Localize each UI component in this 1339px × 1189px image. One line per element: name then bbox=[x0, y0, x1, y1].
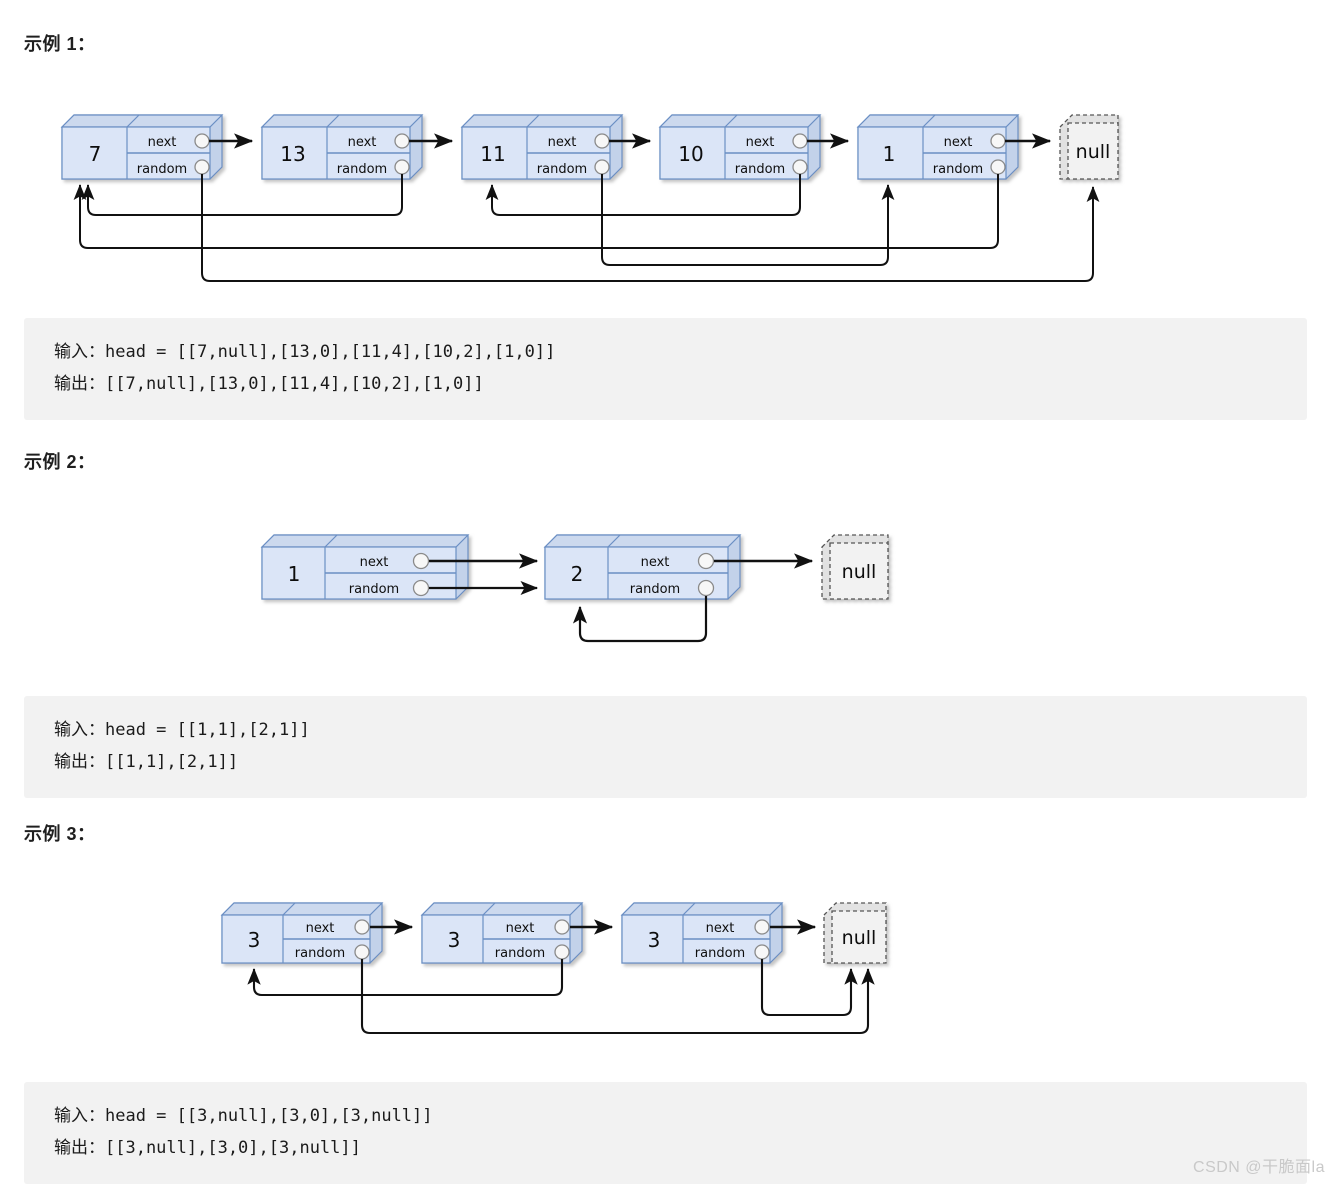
node-3-b: 3 next random bbox=[420, 902, 584, 964]
null-label: null bbox=[842, 561, 877, 583]
null-label: null bbox=[842, 927, 877, 949]
node-value: 2 bbox=[571, 562, 584, 586]
example-2-title: 示例 2： bbox=[24, 452, 96, 472]
null-label: null bbox=[1076, 141, 1111, 163]
random-arrow-2-to-2 bbox=[572, 596, 708, 643]
random-port-dot bbox=[594, 159, 610, 175]
random-port-dot bbox=[990, 159, 1006, 175]
next-port-dot bbox=[412, 552, 430, 570]
node-3-c: 3 next random bbox=[620, 902, 784, 964]
random-arrows bbox=[73, 174, 1100, 282]
node-2: 2 next random bbox=[543, 534, 742, 600]
random-arrow-13-to-7 bbox=[81, 174, 403, 216]
example-3-diagram: 3 next random 3 next random bbox=[0, 895, 1339, 1045]
next-port-dot bbox=[754, 919, 770, 935]
random-port-dot bbox=[394, 159, 410, 175]
code-input-line: 输入：head = [[3,null],[3,0],[3,null]] bbox=[54, 1106, 433, 1126]
node-value: 3 bbox=[648, 928, 661, 952]
node-next-label: next bbox=[641, 555, 670, 570]
example-1-title: 示例 1： bbox=[24, 34, 96, 54]
node-13: 13 next random bbox=[260, 114, 424, 180]
node-value: 3 bbox=[248, 928, 261, 952]
next-port-dot bbox=[394, 133, 410, 149]
random-port-dot bbox=[354, 944, 370, 960]
node-random-label: random bbox=[137, 162, 187, 177]
random-arrows bbox=[429, 580, 708, 643]
code-output-line: 输出：[[7,null],[13,0],[11,4],[10,2],[1,0]] bbox=[54, 374, 484, 394]
random-arrows bbox=[247, 959, 875, 1035]
node-11: 11 next random bbox=[460, 114, 624, 180]
node-random-label: random bbox=[695, 946, 745, 961]
node-random-label: random bbox=[495, 946, 545, 961]
code-input-line: 输入：head = [[1,1],[2,1]] bbox=[54, 720, 310, 740]
example-2-diagram: 1 next random 2 next random bbox=[0, 525, 1339, 655]
node-1: 1 next random bbox=[260, 534, 470, 600]
next-port-dot bbox=[792, 133, 808, 149]
example-1-diagram: 7 next random 13 next random bbox=[0, 105, 1339, 295]
node-next-label: next bbox=[348, 135, 377, 150]
node-value: 3 bbox=[448, 928, 461, 952]
null-terminator: null bbox=[823, 902, 887, 964]
random-port-dot bbox=[194, 159, 210, 175]
node-next-label: next bbox=[306, 921, 335, 936]
random-port-dot bbox=[792, 159, 808, 175]
code-input-line: 输入：head = [[7,null],[13,0],[11,4],[10,2]… bbox=[54, 342, 556, 362]
example-2-code: 输入：head = [[1,1],[2,1]] 输出：[[1,1],[2,1]] bbox=[24, 696, 1307, 798]
node-7: 7 next random bbox=[60, 114, 224, 180]
random-port-dot bbox=[412, 579, 430, 597]
next-port-dot bbox=[594, 133, 610, 149]
random-arrow-10-to-11 bbox=[485, 174, 801, 216]
node-value: 10 bbox=[678, 142, 703, 166]
next-port-dot bbox=[194, 133, 210, 149]
random-arrow-7-to-null bbox=[201, 174, 1100, 282]
node-random-label: random bbox=[337, 162, 387, 177]
node-10: 10 next random bbox=[658, 114, 822, 180]
node-next-label: next bbox=[148, 135, 177, 150]
node-random-label: random bbox=[933, 162, 983, 177]
random-port-dot bbox=[697, 579, 715, 597]
random-arrow-c-to-null bbox=[760, 959, 858, 1017]
node-next-label: next bbox=[360, 555, 389, 570]
example-1-code: 输入：head = [[7,null],[13,0],[11,4],[10,2]… bbox=[24, 318, 1307, 420]
node-next-label: next bbox=[506, 921, 535, 936]
node-value: 1 bbox=[883, 142, 896, 166]
node-random-label: random bbox=[295, 946, 345, 961]
node-value: 7 bbox=[89, 142, 102, 166]
random-arrow-b-to-a bbox=[247, 959, 564, 997]
next-port-dot bbox=[697, 552, 715, 570]
example-3-code: 输入：head = [[3,null],[3,0],[3,null]] 输出：[… bbox=[24, 1082, 1307, 1184]
node-value: 11 bbox=[480, 142, 505, 166]
example-3-title: 示例 3： bbox=[24, 824, 96, 844]
node-random-label: random bbox=[537, 162, 587, 177]
csdn-watermark: CSDN @干脆面la bbox=[1193, 1159, 1325, 1176]
node-next-label: next bbox=[944, 135, 973, 150]
next-port-dot bbox=[554, 919, 570, 935]
random-arrow-11-to-1 bbox=[601, 174, 895, 266]
null-terminator: null bbox=[821, 534, 889, 600]
node-value: 13 bbox=[280, 142, 305, 166]
node-1: 1 next random bbox=[856, 114, 1020, 180]
node-random-label: random bbox=[630, 582, 680, 597]
node-next-label: next bbox=[548, 135, 577, 150]
code-output-line: 输出：[[3,null],[3,0],[3,null]] bbox=[54, 1138, 361, 1158]
null-terminator: null bbox=[1059, 114, 1119, 180]
code-output-line: 输出：[[1,1],[2,1]] bbox=[54, 752, 239, 772]
next-port-dot bbox=[354, 919, 370, 935]
node-random-label: random bbox=[735, 162, 785, 177]
random-port-dot bbox=[754, 944, 770, 960]
node-next-label: next bbox=[706, 921, 735, 936]
random-arrow-a-to-null bbox=[360, 959, 875, 1035]
node-next-label: next bbox=[746, 135, 775, 150]
random-port-dot bbox=[554, 944, 570, 960]
node-3-a: 3 next random bbox=[220, 902, 384, 964]
node-random-label: random bbox=[349, 582, 399, 597]
next-port-dot bbox=[990, 133, 1006, 149]
random-arrow-1-to-7 bbox=[73, 174, 999, 249]
node-value: 1 bbox=[288, 562, 301, 586]
